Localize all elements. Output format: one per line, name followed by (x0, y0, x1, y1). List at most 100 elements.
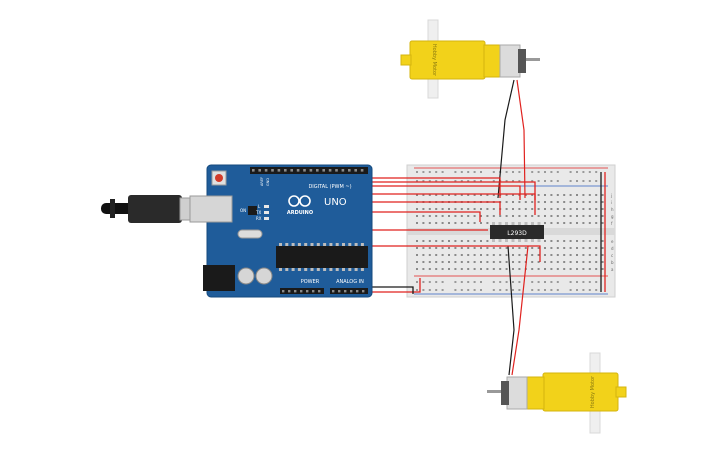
terminal-hole[interactable] (492, 254, 495, 256)
rail-hole[interactable] (416, 289, 418, 291)
rail-hole[interactable] (460, 171, 463, 173)
terminal-hole[interactable] (556, 194, 559, 196)
terminal-hole[interactable] (448, 254, 450, 256)
terminal-hole[interactable] (480, 254, 482, 256)
terminal-hole[interactable] (416, 215, 418, 217)
terminal-hole[interactable] (556, 222, 559, 224)
rail-hole[interactable] (537, 180, 540, 182)
terminal-hole[interactable] (601, 247, 604, 249)
terminal-hole[interactable] (467, 208, 470, 210)
terminal-hole[interactable] (435, 194, 438, 196)
terminal-hole[interactable] (473, 222, 476, 224)
rail-hole[interactable] (473, 171, 476, 173)
terminal-hole[interactable] (454, 261, 457, 263)
terminal-hole[interactable] (518, 268, 521, 270)
terminal-hole[interactable] (588, 208, 591, 210)
header-pin[interactable] (318, 290, 321, 293)
terminal-hole[interactable] (460, 215, 463, 217)
terminal-hole[interactable] (422, 240, 425, 242)
terminal-hole[interactable] (428, 254, 431, 256)
terminal-hole[interactable] (531, 268, 534, 270)
header-pin[interactable] (348, 169, 351, 172)
rail-hole[interactable] (531, 171, 534, 173)
terminal-hole[interactable] (537, 247, 540, 249)
rail-hole[interactable] (467, 289, 470, 291)
header-pin[interactable] (322, 169, 325, 172)
rail-hole[interactable] (422, 171, 425, 173)
terminal-hole[interactable] (448, 208, 450, 210)
terminal-hole[interactable] (588, 247, 591, 249)
terminal-hole[interactable] (595, 208, 598, 210)
rail-hole[interactable] (480, 281, 482, 283)
terminal-hole[interactable] (448, 194, 450, 196)
terminal-hole[interactable] (524, 208, 527, 210)
rail-hole[interactable] (588, 180, 591, 182)
terminal-hole[interactable] (588, 215, 591, 217)
rail-hole[interactable] (569, 171, 572, 173)
terminal-hole[interactable] (441, 254, 444, 256)
rail-hole[interactable] (537, 289, 540, 291)
terminal-hole[interactable] (492, 215, 495, 217)
terminal-hole[interactable] (435, 208, 438, 210)
rail-hole[interactable] (460, 180, 463, 182)
terminal-hole[interactable] (416, 247, 418, 249)
terminal-hole[interactable] (512, 194, 514, 196)
terminal-hole[interactable] (499, 254, 502, 256)
rail-hole[interactable] (556, 171, 559, 173)
terminal-hole[interactable] (448, 240, 450, 242)
rail-hole[interactable] (569, 289, 572, 291)
terminal-hole[interactable] (512, 268, 514, 270)
terminal-hole[interactable] (518, 201, 521, 203)
terminal-hole[interactable] (582, 222, 585, 224)
rail-hole[interactable] (518, 281, 521, 283)
terminal-hole[interactable] (473, 194, 476, 196)
terminal-hole[interactable] (499, 215, 502, 217)
terminal-hole[interactable] (582, 201, 585, 203)
terminal-hole[interactable] (550, 215, 553, 217)
terminal-hole[interactable] (435, 215, 438, 217)
rail-hole[interactable] (435, 289, 438, 291)
terminal-hole[interactable] (550, 194, 553, 196)
rail-hole[interactable] (480, 180, 482, 182)
terminal-hole[interactable] (576, 268, 578, 270)
terminal-hole[interactable] (576, 208, 578, 210)
rail-hole[interactable] (582, 281, 585, 283)
rail-hole[interactable] (518, 171, 521, 173)
terminal-hole[interactable] (480, 240, 482, 242)
header-pin[interactable] (332, 290, 335, 293)
terminal-hole[interactable] (518, 261, 521, 263)
terminal-hole[interactable] (480, 247, 482, 249)
terminal-hole[interactable] (595, 194, 598, 196)
rail-hole[interactable] (492, 289, 495, 291)
rail-hole[interactable] (473, 180, 476, 182)
terminal-hole[interactable] (505, 201, 508, 203)
terminal-hole[interactable] (563, 254, 566, 256)
terminal-hole[interactable] (492, 247, 495, 249)
header-pin[interactable] (328, 169, 332, 172)
terminal-hole[interactable] (435, 268, 438, 270)
terminal-hole[interactable] (563, 222, 566, 224)
terminal-hole[interactable] (595, 261, 598, 263)
terminal-hole[interactable] (448, 268, 450, 270)
terminal-hole[interactable] (499, 268, 502, 270)
terminal-hole[interactable] (582, 208, 585, 210)
header-pin[interactable] (338, 290, 341, 293)
terminal-hole[interactable] (492, 268, 495, 270)
rail-hole[interactable] (531, 281, 534, 283)
rail-hole[interactable] (441, 180, 444, 182)
rail-hole[interactable] (454, 281, 457, 283)
terminal-hole[interactable] (569, 194, 572, 196)
terminal-hole[interactable] (435, 254, 438, 256)
rail-hole[interactable] (454, 289, 457, 291)
terminal-hole[interactable] (460, 240, 463, 242)
header-pin[interactable] (341, 169, 345, 172)
rail-hole[interactable] (518, 180, 521, 182)
terminal-hole[interactable] (486, 254, 489, 256)
terminal-hole[interactable] (435, 222, 438, 224)
header-pin[interactable] (350, 290, 353, 293)
rail-hole[interactable] (588, 281, 591, 283)
terminal-hole[interactable] (588, 194, 591, 196)
terminal-hole[interactable] (435, 261, 438, 263)
terminal-hole[interactable] (601, 201, 604, 203)
terminal-hole[interactable] (576, 261, 578, 263)
